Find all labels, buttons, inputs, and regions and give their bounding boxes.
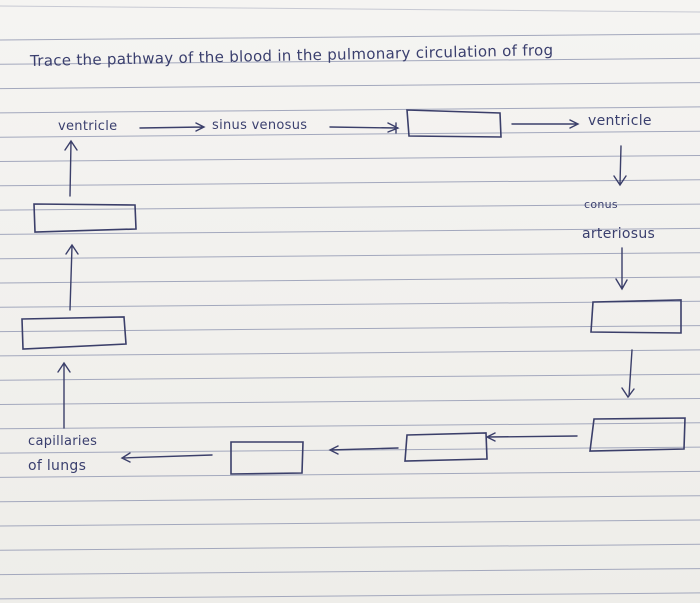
rule-line [0, 276, 700, 284]
arrow-down-icon [615, 247, 628, 291]
box-bottom-right[interactable] [404, 432, 488, 462]
rule-line [0, 398, 700, 405]
box-right-upper[interactable] [590, 299, 682, 334]
label-capillaries: capillaries [28, 434, 98, 449]
arrow-right-icon [511, 119, 580, 129]
arrow-up-icon [65, 243, 79, 311]
arrow-up-icon [64, 139, 78, 197]
rule-line [0, 373, 700, 381]
rule-line [0, 592, 700, 600]
rule-line [0, 203, 700, 211]
arrow-right-icon [139, 122, 206, 132]
rule-line [0, 82, 700, 90]
rule-line [0, 33, 700, 41]
label-sinus-venosus: sinus venosus [212, 118, 308, 133]
rule-line [0, 106, 700, 114]
box-left-lower[interactable] [21, 316, 127, 350]
rule-line [0, 227, 700, 235]
rule-line [0, 349, 700, 357]
rule-line [0, 470, 700, 478]
arrow-down-icon [613, 145, 627, 187]
arrow-left-icon [328, 445, 399, 455]
label-ventricle-left: ventricle [58, 119, 118, 134]
label-of-lungs: of lungs [28, 458, 87, 474]
arrow-left-icon [120, 452, 213, 463]
rule-line [0, 155, 700, 162]
rule-line [0, 300, 700, 308]
rule-line [0, 543, 700, 551]
label-ventricle-right: ventricle [588, 113, 652, 129]
rule-line [0, 519, 700, 527]
rule-line [0, 325, 700, 333]
arrow-left-icon [485, 432, 578, 442]
label-conus: conus [584, 198, 618, 211]
arrow-down-icon [621, 349, 635, 399]
box-left-upper[interactable] [33, 203, 137, 233]
rule-line [0, 57, 700, 65]
arrow-right-icon [329, 122, 400, 134]
box-after-sinus-venosus[interactable] [406, 109, 502, 138]
label-arteriosus: arteriosus [582, 226, 656, 242]
rule-line [0, 130, 700, 138]
box-right-lower[interactable] [589, 417, 686, 452]
rule-line [0, 568, 700, 576]
rule-line [0, 252, 700, 260]
rule-line [0, 179, 700, 187]
rule-line [0, 422, 700, 430]
rule-line [0, 495, 700, 503]
box-bottom-middle[interactable] [230, 441, 304, 475]
arrow-up-icon [57, 361, 71, 429]
